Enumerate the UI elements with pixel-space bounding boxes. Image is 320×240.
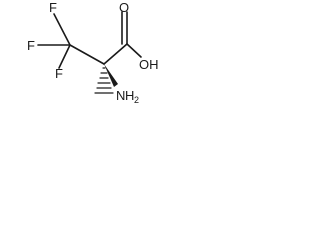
wedge-bond-amino [104,64,118,87]
atom-amino-letter: N [116,88,125,103]
atom-amino-subscript: 2 [134,95,139,105]
atom-fluorine-top: F [49,0,57,15]
bond-calpha-ccarbonyl [103,43,128,65]
atom-fluorine-bottom: F [55,66,63,81]
atom-amino-h: H [125,88,134,103]
atom-oxygen-carbonyl: O [119,0,129,15]
structure-canvas: F F F O OH N H 2 [0,0,164,115]
bond-cf3-calpha [69,44,105,65]
bond-c-oh [126,43,142,58]
atom-hydroxyl: OH [139,57,159,72]
atom-fluorine-left: F [27,38,35,53]
hashed-bond-methyl [94,67,114,94]
molecule-drawing: F F F O OH N H 2 [27,0,159,105]
bond-cf-top [53,13,71,46]
bond-cf-bottom [58,44,71,69]
